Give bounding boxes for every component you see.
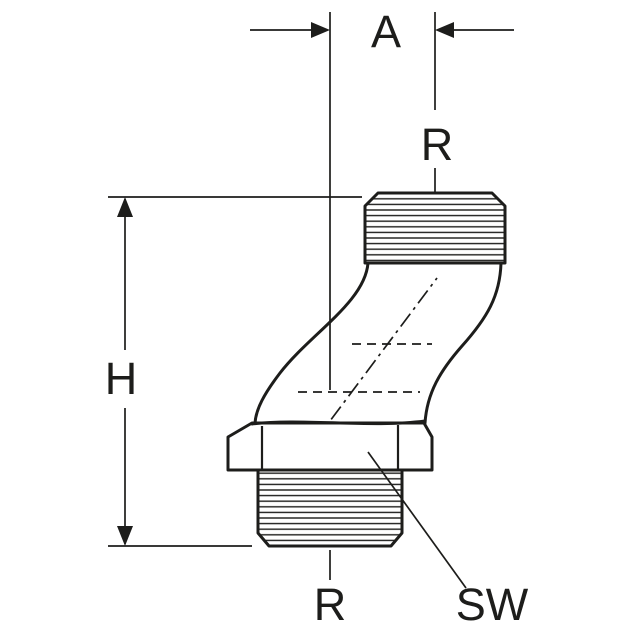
body-bottom-wave <box>250 419 427 426</box>
fitting-body <box>226 191 507 548</box>
dim-h-up-arrowhead <box>117 197 133 217</box>
dim-a-right-arrowhead <box>435 22 454 38</box>
body-left-edge <box>253 261 370 425</box>
dimension-h: H <box>105 196 362 547</box>
wrench-leader-line <box>367 451 467 589</box>
thread-top-label: R <box>421 119 454 170</box>
hex-nut <box>226 421 434 472</box>
dim-a-label: A <box>371 6 401 57</box>
upper-threaded-end <box>363 191 507 265</box>
dim-a-left-arrowhead <box>311 22 330 38</box>
dim-h-down-arrowhead <box>117 526 133 546</box>
dim-h-label: H <box>105 353 138 404</box>
thread-bottom-label: R <box>314 579 347 630</box>
lower-threaded-end <box>256 468 404 548</box>
dimension-a: A <box>250 6 514 57</box>
wrench-label: SW <box>456 579 529 630</box>
body-right-edge <box>423 261 503 425</box>
